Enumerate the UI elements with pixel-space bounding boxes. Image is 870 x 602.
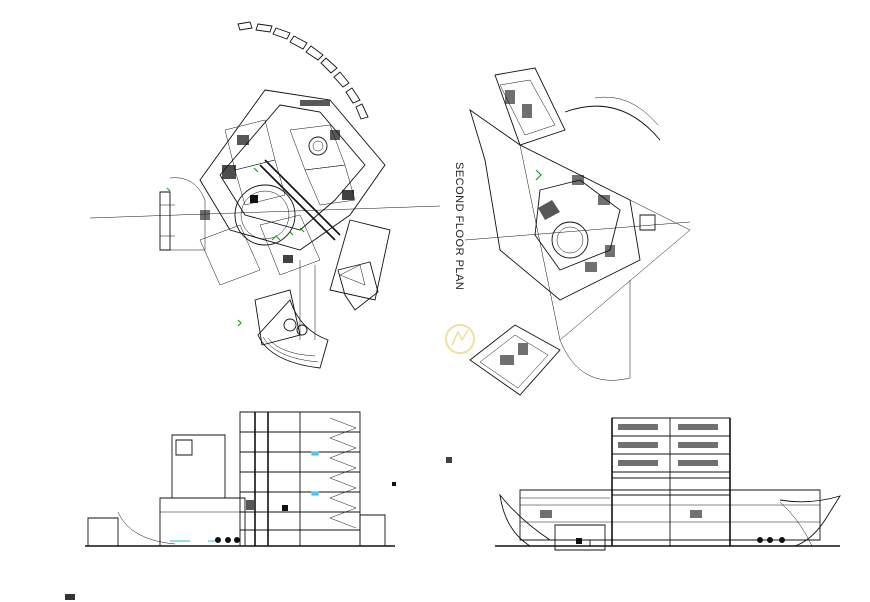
plan-main-block xyxy=(199,89,386,286)
site-boundary xyxy=(519,144,691,341)
elevation-section-left xyxy=(85,411,396,547)
canopy-arc-right xyxy=(564,105,661,141)
plan-diagonal-wing xyxy=(469,108,656,301)
green-markers xyxy=(166,167,305,327)
section-tower-right xyxy=(611,417,731,546)
section-tower-left xyxy=(239,411,361,547)
plan-left-entrance xyxy=(159,177,206,251)
scale-mark xyxy=(65,594,75,600)
watermark-logo xyxy=(445,324,475,354)
plan-bottom-amphitheatre xyxy=(254,260,329,369)
canopy-arc xyxy=(237,21,369,120)
plan-title-label: SECOND FLOOR PLAN xyxy=(453,162,465,290)
plan-bottom-rooms xyxy=(469,324,561,396)
legend-mark xyxy=(446,457,452,463)
first-floor-plan xyxy=(89,21,441,369)
plan-top-rooms xyxy=(494,67,566,146)
plan-right-wing xyxy=(329,190,391,311)
elevation-section-right xyxy=(495,417,842,551)
second-floor-plan: SECOND FLOOR PLAN xyxy=(445,67,691,396)
green-marker xyxy=(535,169,542,181)
